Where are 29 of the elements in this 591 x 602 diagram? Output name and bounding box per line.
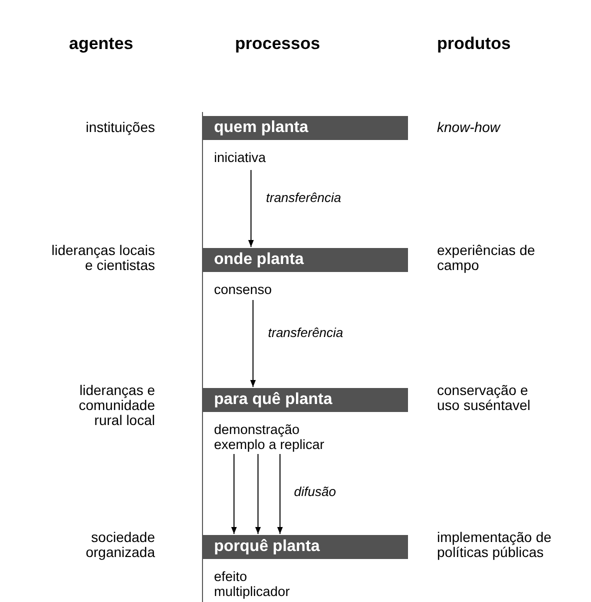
row-label: implementação de políticas públicas — [437, 530, 552, 560]
arrow — [231, 454, 237, 534]
row-label: experiências de campo — [437, 243, 536, 273]
edge-label: transferência — [268, 325, 344, 340]
row-label: lideranças locais e cientistas — [50, 243, 155, 273]
edge-label: transferência — [266, 190, 342, 205]
arrow — [277, 454, 283, 534]
process-description: efeito multiplicador — [214, 569, 291, 599]
process-description: consenso — [214, 282, 273, 297]
column-heading: agentes — [69, 36, 134, 51]
process-description: demonstração exemplo a replicar — [214, 422, 326, 452]
process-heading: porquê planta — [202, 535, 408, 559]
row-label: instituições — [84, 120, 155, 135]
process-description: iniciativa — [214, 150, 267, 165]
process-block — [202, 388, 408, 454]
arrow — [255, 454, 261, 534]
column-heading: processos — [235, 36, 322, 51]
row-label: know-how — [437, 120, 502, 135]
process-block — [202, 535, 408, 602]
arrow — [250, 300, 256, 388]
row-label: lideranças e comunidade rural local — [78, 383, 155, 428]
process-heading: quem planta — [202, 116, 408, 140]
edge-label: difusão — [294, 484, 336, 499]
arrow — [248, 170, 254, 248]
row-label: conservação e uso suséntavel — [437, 383, 532, 413]
row-label: sociedade organizada — [84, 530, 155, 560]
column-heading: produtos — [437, 36, 512, 51]
process-heading: onde planta — [202, 248, 408, 272]
process-heading: para quê planta — [202, 388, 408, 412]
